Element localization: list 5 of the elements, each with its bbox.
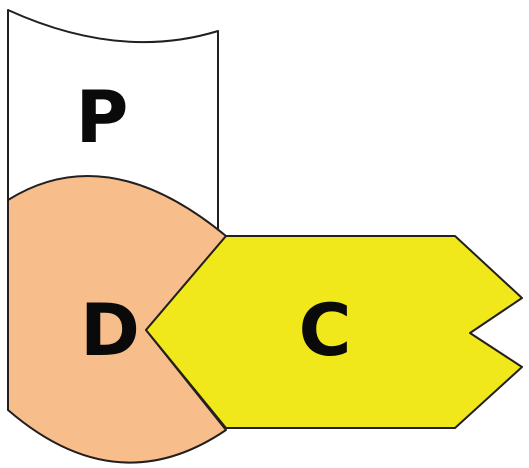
shape-label: C [298, 294, 352, 366]
round-segment [7, 176, 228, 466]
shape-label: P [76, 81, 128, 153]
arrow-segment [145, 234, 524, 430]
shape-label: D [80, 294, 140, 366]
